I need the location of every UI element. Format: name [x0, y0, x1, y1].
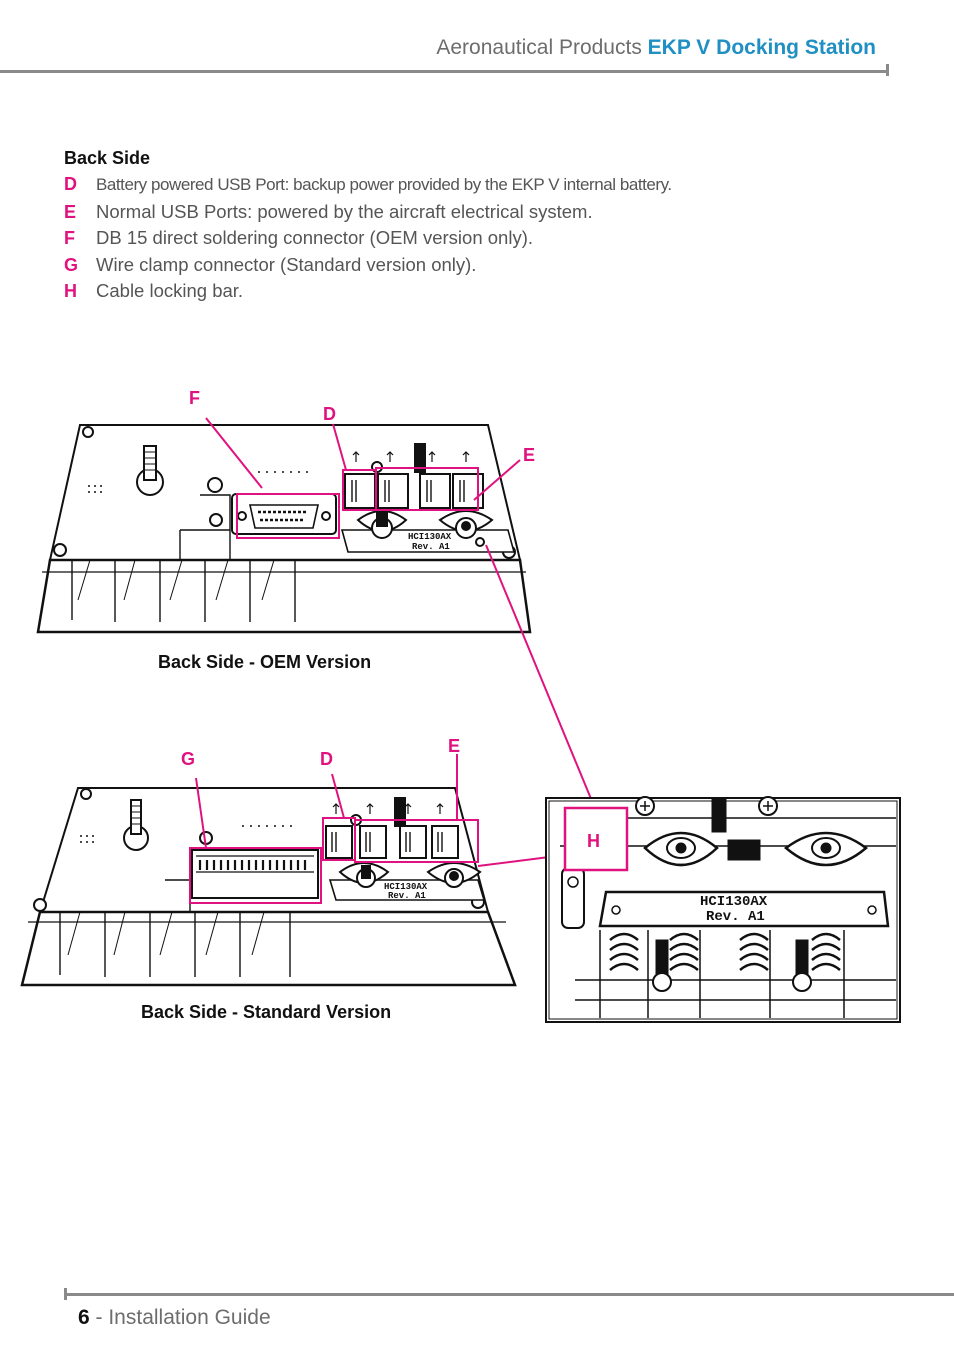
legend-text: Wire clamp connector (Standard version o… — [96, 253, 477, 275]
caption-oem: Back Side - OEM Version — [158, 652, 372, 672]
header-rule — [0, 70, 888, 73]
legend-item: D Battery powered USB Port: backup power… — [64, 174, 672, 201]
legend-list: D Battery powered USB Port: backup power… — [64, 174, 672, 307]
detail-plate-line1: HCI130AX — [700, 894, 768, 910]
legend-text: DB 15 direct soldering connector (OEM ve… — [96, 227, 533, 248]
leader-d-standard — [331, 773, 345, 819]
leader-g — [195, 777, 207, 849]
oem-plate-line1: HCI130AX — [408, 532, 452, 542]
caption-standard: Back Side - Standard Version — [141, 1002, 392, 1022]
callout-box-h — [563, 806, 629, 872]
label-e-standard: E — [448, 736, 461, 756]
legend-text: Cable locking bar. — [96, 280, 244, 301]
oem-callouts — [205, 417, 595, 807]
header-product: EKP V Docking Station — [647, 36, 876, 59]
callout-box-e-standard — [354, 819, 479, 863]
header-prefix: Aeronautical Products — [436, 36, 642, 59]
footer-text: - Installation Guide — [89, 1306, 271, 1329]
legend-letter: F — [64, 228, 75, 248]
legend-text: Battery powered USB Port: backup power p… — [96, 175, 672, 194]
detail-plate-line2: Rev. A1 — [706, 909, 765, 925]
standard-device-drawing — [20, 787, 517, 987]
page-header: Aeronautical Products EKP V Docking Stat… — [436, 36, 876, 60]
footer-rule — [66, 1293, 954, 1296]
standard-plate-line2: Rev. A1 — [388, 891, 426, 901]
footer-rule-tick — [64, 1288, 67, 1300]
leader-h-oem — [485, 544, 595, 807]
oem-device-drawing — [36, 424, 532, 634]
page-number: 6 — [78, 1306, 90, 1329]
leader-d — [332, 423, 347, 471]
section-title: Back Side — [64, 148, 151, 168]
callout-box-e — [375, 467, 479, 511]
page-footer: 6 - Installation Guide — [78, 1306, 271, 1330]
standard-plate-line1: HCI130AX — [384, 882, 428, 892]
legend-letter: D — [64, 174, 77, 194]
legend-letter: H — [64, 281, 77, 301]
oem-plate-line2: Rev. A1 — [412, 542, 450, 552]
leader-f — [205, 417, 263, 489]
label-d-standard: D — [320, 749, 333, 769]
callout-box-f — [236, 493, 340, 539]
legend-letter: E — [64, 201, 77, 222]
legend-text: Normal USB Ports: powered by the aircraf… — [96, 200, 593, 222]
header-rule-tick — [886, 64, 889, 76]
label-d-oem: D — [323, 404, 336, 424]
label-f: F — [189, 388, 200, 408]
legend-letter: G — [64, 254, 79, 275]
legend-item: E Normal USB Ports: powered by the aircr… — [64, 201, 672, 228]
label-g: G — [181, 749, 196, 769]
legend-item: F DB 15 direct soldering connector (OEM … — [64, 227, 672, 254]
legend-item: H Cable locking bar. — [64, 280, 672, 307]
label-e-oem: E — [523, 445, 536, 465]
label-h: H — [587, 831, 600, 851]
leader-e — [473, 459, 521, 501]
callout-box-g — [189, 847, 322, 904]
legend-item: G Wire clamp connector (Standard version… — [64, 254, 672, 281]
